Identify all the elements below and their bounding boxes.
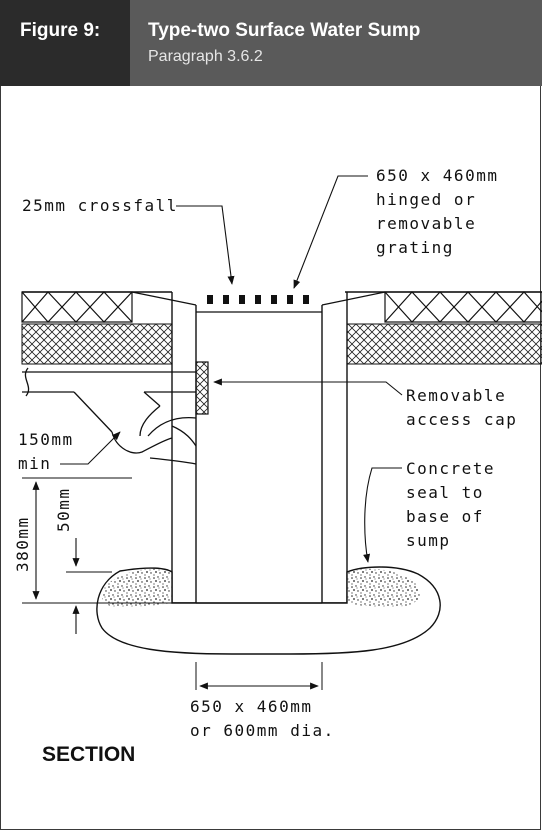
dimension-50 [66,538,112,634]
label-seal-line4: sump [406,531,451,550]
label-base-line1: 650 x 460mm [190,697,312,716]
figure-header: Figure 9: Type-two Surface Water Sump Pa… [0,0,542,86]
label-cap-line2: access cap [406,410,517,429]
figure-subtitle: Paragraph 3.6.2 [148,48,263,65]
concrete-seal [96,566,441,655]
figure-title-panel [130,0,542,86]
label-cap-line1: Removable [406,386,506,405]
crossfall-slope [131,291,386,306]
section-title: SECTION [42,743,135,766]
outlet-pipe [22,367,197,465]
sump-walls [171,292,348,604]
label-min-line1: 150mm [18,430,74,449]
figure-number: Figure 9: [20,20,101,41]
label-grating-line1: 650 x 460mm [376,166,498,185]
label-base-line2: or 600mm dia. [190,721,335,740]
paving-layer-left [21,291,133,323]
label-grating-line3: removable [376,214,476,233]
label-seal-line1: Concrete [406,459,495,478]
label-crossfall: 25mm crossfall [22,196,178,215]
label-grating-line2: hinged or [376,190,476,209]
leader-lines [60,175,403,563]
sub-base-left [21,323,173,365]
figure-title: Type-two Surface Water Sump [148,20,421,41]
label-dim-380: 380mm [13,516,32,572]
label-seal-line2: seal to [406,483,484,502]
label-dim-50: 50mm [54,487,73,532]
dimension-base [195,662,323,690]
label-min-line2: min [18,454,51,473]
label-seal-line3: base of [406,507,484,526]
paving-layer-right [384,291,542,323]
dimension-380 [22,477,172,604]
label-grating-line4: grating [376,238,454,257]
figure-number-panel: Figure 9: [0,0,130,86]
sub-base-right [346,323,542,365]
access-cap [195,361,209,415]
grating [196,295,322,313]
